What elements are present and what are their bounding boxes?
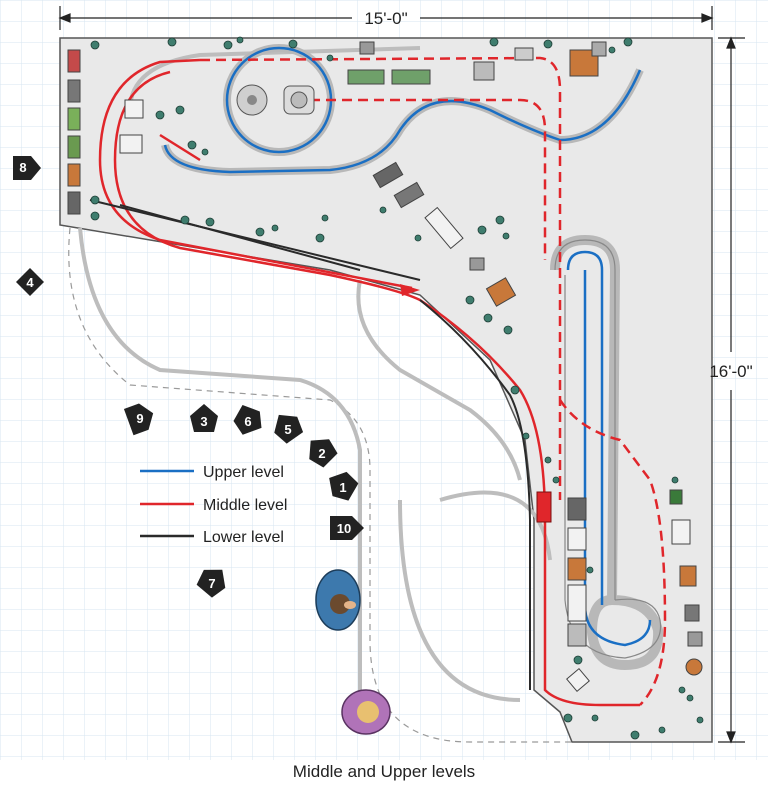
middle-level-track — [98, 56, 667, 707]
viewpoint-8-marker: 8 — [13, 156, 41, 180]
bridge — [536, 491, 552, 523]
viewpoint-7-marker: 7 — [196, 569, 226, 598]
svg-text:10: 10 — [337, 521, 351, 536]
height-label: 16'-0" — [709, 362, 752, 381]
operator-figure-bottom — [341, 689, 391, 735]
diagram-caption: Middle and Upper levels — [292, 762, 476, 781]
svg-text:8: 8 — [19, 160, 26, 175]
upper-level-track — [161, 44, 664, 671]
turntable — [236, 84, 315, 116]
viewpoint-10-marker: 10 — [330, 516, 364, 540]
operator-figure-top — [315, 569, 361, 631]
viewpoint-3-marker: 3 — [190, 404, 218, 432]
legend-lower-label: Lower level — [203, 529, 284, 546]
height-dimension — [718, 36, 745, 744]
svg-text:1: 1 — [339, 480, 346, 495]
svg-text:7: 7 — [208, 576, 215, 591]
svg-text:2: 2 — [318, 446, 325, 461]
svg-text:9: 9 — [136, 411, 143, 426]
viewpoint-1-marker: 1 — [329, 471, 359, 501]
middle-level-arrow — [400, 284, 420, 296]
width-label: 15'-0" — [364, 9, 407, 28]
viewpoint-6-marker: 6 — [233, 404, 262, 435]
viewpoint-5-marker: 5 — [274, 414, 304, 444]
svg-text:3: 3 — [200, 414, 207, 429]
legend-upper-label: Upper level — [203, 464, 284, 481]
lower-level-track — [89, 199, 531, 690]
width-dimension — [58, 6, 714, 30]
svg-text:4: 4 — [26, 275, 34, 290]
trees — [90, 36, 704, 740]
viewpoint-4-marker: 4 — [16, 268, 44, 296]
viewpoint-9-marker: 9 — [123, 403, 154, 436]
svg-text:5: 5 — [284, 422, 291, 437]
legend-middle-label: Middle level — [203, 497, 287, 514]
buildings — [67, 41, 703, 692]
legend: Upper level Middle level Lower level — [140, 464, 287, 546]
lower-benchwork-outline — [68, 227, 572, 743]
svg-text:6: 6 — [244, 414, 251, 429]
